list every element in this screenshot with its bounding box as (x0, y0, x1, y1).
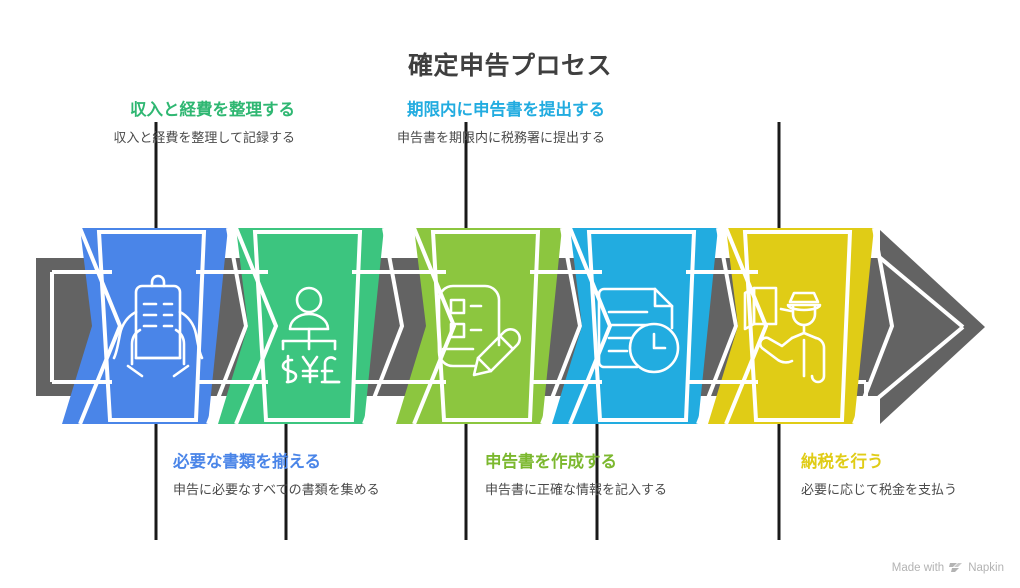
step-label-title-1: 必要な書類を揃える (173, 453, 322, 471)
form-checklist-pencil-icon (437, 284, 521, 377)
step-label-desc-4: 申告書を期限内に税務署に提出する (396, 129, 605, 145)
step-label-4: 期限内に申告書を提出する 申告書を期限内に税務署に提出する (390, 100, 605, 147)
officer-payment-icon (743, 286, 826, 384)
step-label-title-5: 納税を行う (801, 453, 884, 471)
hands-holding-clipboard-icon (112, 274, 204, 378)
footer-brand-label: Napkin (968, 562, 1004, 574)
step-shape-5[interactable] (708, 227, 895, 425)
step-label-3: 申告書を作成する 申告書に正確な情報を記入する (485, 452, 695, 499)
step-label-2: 収入と経費を整理する 収入と経費を整理して記録する (80, 100, 295, 147)
step-label-desc-3: 申告書に正確な情報を記入する (485, 481, 668, 497)
step-label-title-2: 収入と経費を整理する (130, 101, 295, 119)
step-label-desc-1: 申告に必要なすべての書類を集める (173, 481, 380, 497)
step-label-title-3: 申告書を作成する (485, 453, 617, 471)
step-label-title-4: 期限内に申告書を提出する (407, 101, 605, 119)
napkin-chevrons-icon (949, 563, 963, 572)
footer-made-with-label: Made with (891, 562, 945, 574)
step-label-1: 必要な書類を揃える 申告に必要なすべての書類を集める (173, 452, 383, 499)
footer-watermark: Made with Napkin (892, 562, 1004, 574)
step-shape-2[interactable] (218, 227, 406, 425)
step-label-desc-5: 必要に応じて税金を支払う (801, 481, 958, 497)
person-currency-tree-icon (281, 286, 341, 384)
step-label-5: 納税を行う 必要に応じて税金を支払う (801, 452, 1011, 499)
document-clock-icon (597, 287, 680, 374)
step-label-desc-2: 収入と経費を整理して記録する (113, 129, 295, 145)
page-title: 確定申告プロセス (407, 52, 612, 80)
